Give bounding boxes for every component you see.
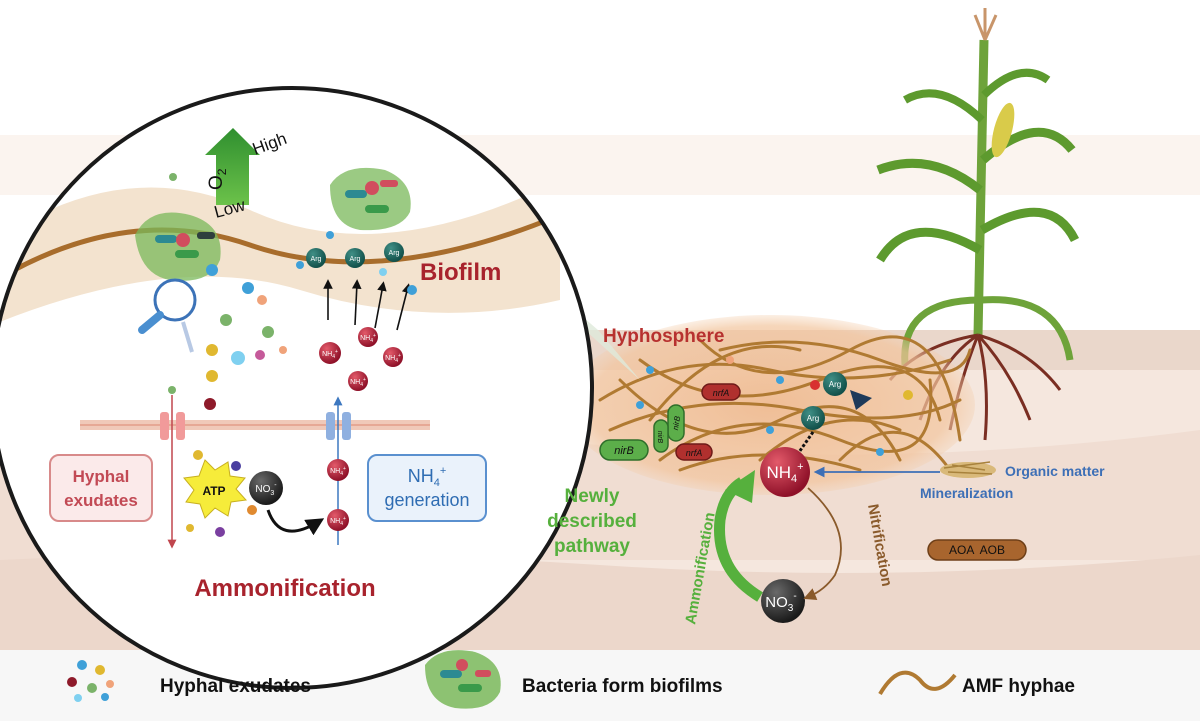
biofilm-cluster-right — [330, 167, 411, 231]
legend-hyphae-label: AMF hyphae — [962, 676, 1075, 697]
zoom-exudate-dots — [169, 173, 417, 410]
svg-text:described: described — [547, 511, 637, 532]
svg-text:NO3-: NO3- — [255, 482, 277, 497]
organic-matter-icon — [940, 461, 996, 478]
svg-text:nirB: nirB — [614, 445, 634, 457]
svg-text:NH4+: NH4+ — [360, 333, 376, 344]
ammonium-soil: NH4+ — [760, 447, 810, 497]
nitrate-molecule-zoom: NO3- — [249, 471, 283, 505]
svg-text:ATP: ATP — [202, 484, 225, 498]
biofilm-cluster-left — [135, 212, 221, 281]
svg-text:Newly: Newly — [565, 486, 620, 507]
svg-text:NH4+: NH4+ — [330, 516, 346, 527]
exudate-channel — [160, 386, 185, 549]
legend-biofilms-label: Bacteria form biofilms — [522, 676, 723, 697]
zoom-arrow — [181, 321, 194, 353]
legend-exudates-label: Hyphal exudates — [160, 676, 311, 697]
svg-text:NH4+: NH4+ — [385, 353, 401, 364]
svg-text:nirB: nirB — [671, 415, 682, 431]
bacteria-nrfA-2: nrfA — [701, 383, 741, 401]
magnifier-icon — [138, 278, 197, 334]
oxygen-gradient-arrow — [205, 128, 260, 205]
svg-text:AOA AOB: AOA AOB — [949, 543, 1005, 557]
hyphosphere-zone — [565, 315, 975, 495]
ammonification-arrowhead — [725, 470, 755, 503]
legend: Hyphal exudates Bacteria form biofilms A… — [67, 650, 1075, 709]
ammonification-title: Ammonification — [194, 575, 375, 602]
ammonium-uptake-arrows — [323, 279, 412, 331]
biofilm-label: Biofilm — [420, 259, 501, 286]
svg-text:Arg: Arg — [350, 256, 361, 263]
bacteria-nirB-1: nirB — [599, 439, 649, 461]
svg-text:NO3-: NO3- — [765, 591, 796, 614]
atp-burst: ATP — [183, 450, 257, 537]
svg-text:generation: generation — [384, 490, 469, 510]
svg-text:NH4+: NH4+ — [330, 466, 346, 477]
svg-text:exudates: exudates — [64, 491, 138, 510]
svg-text:nrfA: nrfA — [686, 448, 703, 458]
svg-text:nrfA: nrfA — [713, 388, 730, 398]
hyphae-network — [598, 335, 972, 472]
bacteria-nirB-3: nirB — [653, 419, 669, 453]
nitrification-arrow — [803, 487, 842, 600]
svg-text:Arg: Arg — [389, 250, 400, 257]
mineralization-label: Mineralization — [920, 485, 1013, 501]
svg-text:Arg: Arg — [807, 414, 819, 423]
soil-exudate-dots — [636, 356, 913, 456]
arg-molecules-biofilm: Arg Arg Arg — [306, 242, 404, 268]
ammonium-generation-box: NH4+ generation — [367, 454, 487, 522]
newly-described-pathway: Newly described pathway — [547, 486, 637, 557]
legend-exudates-icon — [67, 660, 114, 702]
bacteria-nirB-2: nirB — [667, 404, 685, 442]
legend-hyphae-icon — [878, 670, 957, 696]
svg-text:pathway: pathway — [554, 536, 630, 557]
svg-text:NH4+: NH4+ — [350, 377, 366, 388]
svg-text:nirB: nirB — [656, 431, 663, 444]
aoa-aob-bacteria: AOA AOB — [927, 539, 1027, 561]
bacteria-nrfA-1: nrfA — [675, 443, 713, 461]
svg-text:NH4+: NH4+ — [766, 461, 803, 485]
svg-text:NH4+: NH4+ — [408, 465, 447, 489]
svg-text:Arg: Arg — [829, 380, 841, 389]
hyphal-exudates-box: Hyphal exudates — [49, 454, 153, 522]
arg-molecules-soil: Arg Arg — [793, 372, 872, 459]
nitrate-soil: NO3- — [761, 579, 805, 623]
legend-biofilm-icon — [425, 650, 501, 709]
ammonium-cluster: NH4+ NH4+ NH4+ NH4+ — [319, 327, 403, 391]
hyphosphere-label: Hyphosphere — [603, 326, 724, 347]
oxygen-symbol: O2 — [206, 168, 229, 190]
organic-matter-label: Organic matter — [1005, 463, 1105, 479]
svg-text:Hyphal: Hyphal — [73, 467, 130, 486]
ammonium-channel: NH4+ NH4+ — [326, 396, 351, 545]
svg-text:NH4+: NH4+ — [322, 349, 338, 360]
nitrate-reduction-arrow — [266, 509, 325, 536]
svg-text:Arg: Arg — [311, 256, 322, 263]
